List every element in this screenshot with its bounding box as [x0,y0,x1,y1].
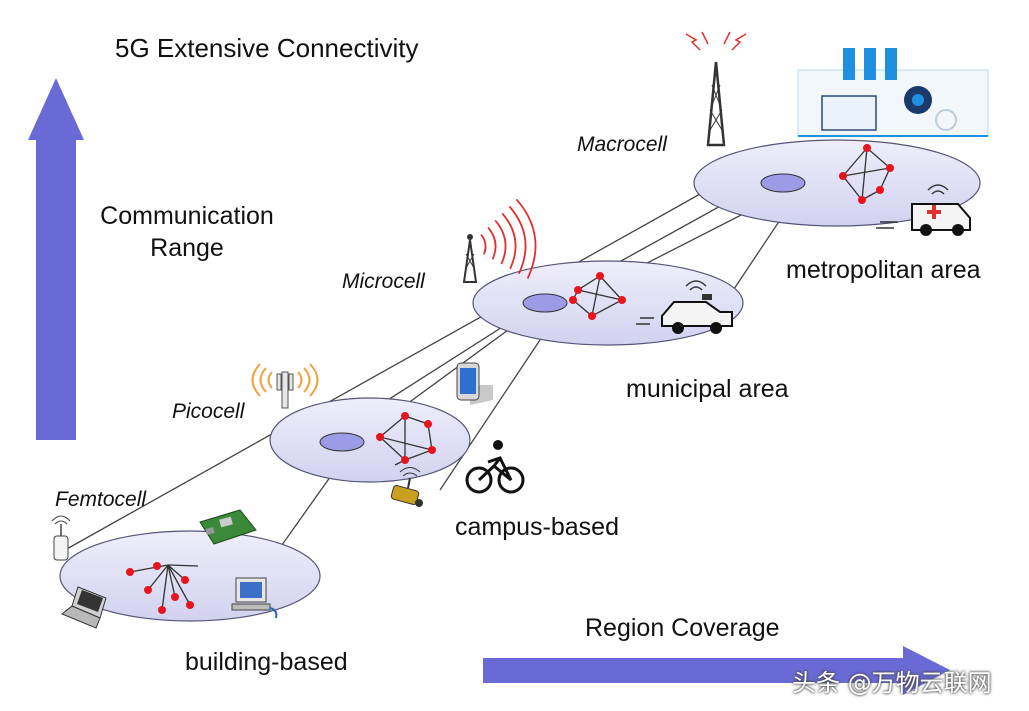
municipal-area-label: municipal area [626,375,789,403]
communication-range-label: Communication Range [92,202,282,263]
communication-range-line1: Communication [100,202,274,230]
picocell-network [376,412,436,466]
cyclist-icon [465,440,525,494]
building-based-label: building-based [185,648,348,676]
microcell-label: Microcell [342,270,425,293]
communication-range-line2: Range [150,234,224,262]
microcell-network [569,272,626,320]
security-camera-icon [390,467,423,507]
region-coverage-label: Region Coverage [585,614,780,642]
femtocell-network [126,562,199,614]
region-coverage-arrow [483,646,950,695]
macrocell-ellipse [693,139,981,227]
macrocell-label: Macrocell [577,133,667,156]
ambulance-icon [876,184,971,236]
campus-based-label: campus-based [455,513,619,541]
factory-icon [797,48,989,137]
communication-range-arrow [28,78,84,440]
desktop-computer-icon [231,577,278,619]
femtocell-router-icon [51,515,71,561]
picocell-ellipse [269,397,471,483]
microcell-tower-icon [462,198,537,283]
macrocell-network [839,144,894,204]
circuit-board-icon [199,509,257,545]
police-car-icon [636,280,733,334]
diagram-title: 5G Extensive Connectivity [115,33,419,63]
picocell-antenna-icon [251,363,319,409]
laptop-icon [61,586,107,629]
metropolitan-area-label: metropolitan area [786,256,981,284]
femtocell-label: Femtocell [55,488,147,511]
smartphone-icon [456,362,493,405]
picocell-label: Picocell [172,400,245,423]
watermark: 头条 @万物云联网 [792,669,992,697]
macrocell-tower-icon [685,31,747,147]
